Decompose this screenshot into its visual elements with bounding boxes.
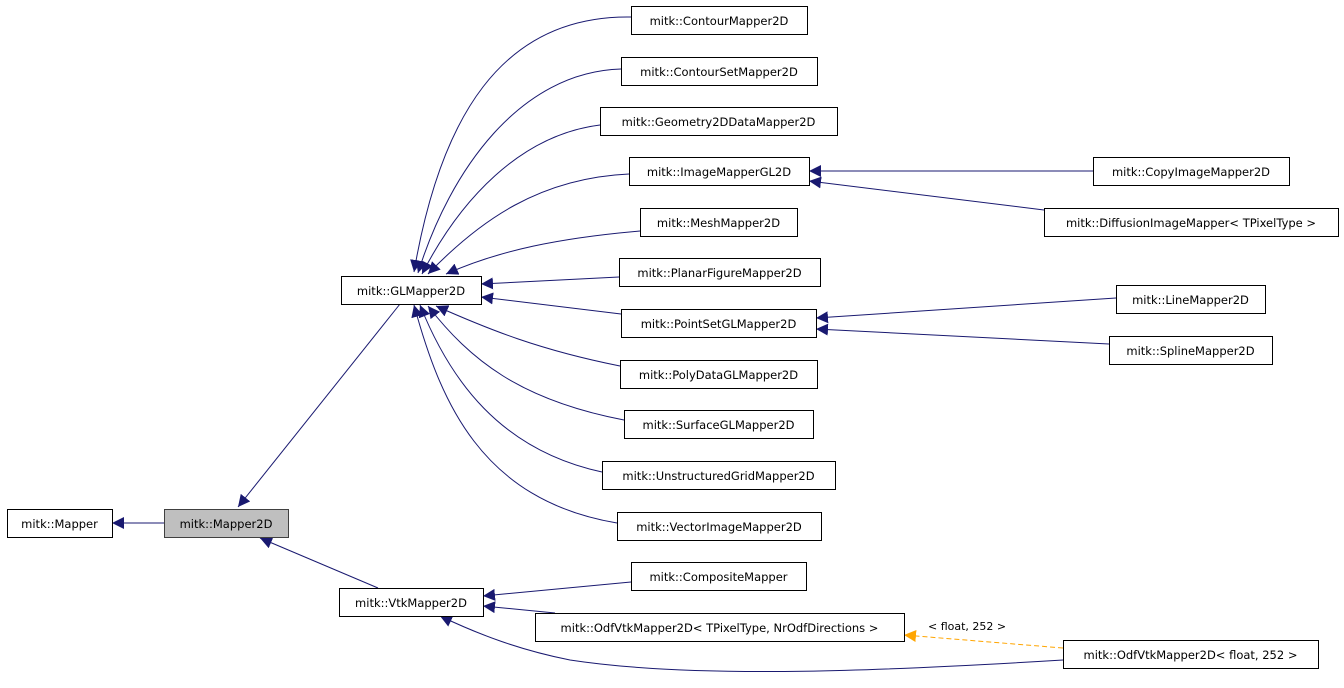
class-node-line[interactable]: mitk::LineMapper2D bbox=[1116, 285, 1266, 314]
class-box bbox=[535, 613, 905, 642]
edge-contourset-to-glmapper2d bbox=[415, 68, 622, 274]
class-label: mitk::Mapper bbox=[21, 517, 98, 531]
edge-polydatagl-to-glmapper2d bbox=[435, 305, 621, 367]
edge-odffloat-to-odftmpl bbox=[903, 629, 1064, 649]
class-label: mitk::ImageMapperGL2D bbox=[647, 165, 791, 179]
class-box bbox=[617, 512, 822, 541]
class-node-vtkmapper2d[interactable]: mitk::VtkMapper2D bbox=[339, 588, 484, 617]
class-box bbox=[631, 6, 808, 35]
class-label: mitk::VectorImageMapper2D bbox=[636, 520, 802, 534]
class-box bbox=[600, 107, 838, 136]
edge-odffloat-to-vtkmapper2d bbox=[439, 615, 1064, 673]
class-node-odffloat[interactable]: mitk::OdfVtkMapper2D< float, 252 > bbox=[1063, 640, 1319, 669]
class-label: mitk::Geometry2DDataMapper2D bbox=[622, 115, 816, 129]
class-node-glmapper2d[interactable]: mitk::GLMapper2D bbox=[341, 276, 482, 305]
class-node-odftmpl[interactable]: mitk::OdfVtkMapper2D< TPixelType, NrOdfD… bbox=[535, 613, 905, 642]
class-node-vectorimage[interactable]: mitk::VectorImageMapper2D bbox=[617, 512, 822, 541]
class-box bbox=[624, 410, 814, 439]
edge-spline-to-pointsetgl bbox=[815, 323, 1110, 345]
class-label: mitk::ContourSetMapper2D bbox=[640, 65, 798, 79]
edge-pointsetgl-to-glmapper2d bbox=[480, 292, 622, 315]
class-label: mitk::PolyDataGLMapper2D bbox=[639, 368, 798, 382]
class-node-imagegl2d[interactable]: mitk::ImageMapperGL2D bbox=[629, 157, 810, 186]
class-label: mitk::OdfVtkMapper2D< float, 252 > bbox=[1084, 648, 1298, 662]
class-label: mitk::LineMapper2D bbox=[1132, 293, 1249, 307]
edges-layer: < float, 252 > bbox=[112, 16, 1117, 673]
class-label: mitk::PointSetGLMapper2D bbox=[641, 317, 797, 331]
class-label: mitk::GLMapper2D bbox=[357, 284, 465, 298]
edge-mesh-to-glmapper2d bbox=[445, 230, 641, 275]
class-box bbox=[341, 276, 482, 305]
class-node-pointsetgl[interactable]: mitk::PointSetGLMapper2D bbox=[621, 309, 817, 338]
class-box bbox=[164, 509, 289, 538]
edge-surfacegl-to-glmapper2d bbox=[427, 305, 625, 421]
class-label: mitk::SurfaceGLMapper2D bbox=[643, 418, 795, 432]
class-box bbox=[1109, 336, 1273, 365]
class-node-contour[interactable]: mitk::ContourMapper2D bbox=[631, 6, 808, 35]
class-box bbox=[602, 461, 836, 490]
edge-line-to-pointsetgl bbox=[815, 297, 1117, 324]
edge-odftmpl-to-vtkmapper2d bbox=[482, 601, 556, 614]
class-node-geometry2d[interactable]: mitk::Geometry2DDataMapper2D bbox=[600, 107, 838, 136]
class-node-composite[interactable]: mitk::CompositeMapper bbox=[631, 562, 807, 591]
edge-vectorimage-to-glmapper2d bbox=[411, 304, 618, 524]
edge-diffusion-to-imagegl2d bbox=[808, 176, 1045, 211]
class-box bbox=[339, 588, 484, 617]
class-label: mitk::UnstructuredGridMapper2D bbox=[622, 469, 814, 483]
class-node-copyimage[interactable]: mitk::CopyImageMapper2D bbox=[1093, 157, 1290, 186]
edge-unstructured-to-glmapper2d bbox=[418, 304, 603, 473]
edge-imagegl2d-to-glmapper2d bbox=[427, 173, 630, 275]
class-node-mesh[interactable]: mitk::MeshMapper2D bbox=[640, 208, 798, 237]
class-box bbox=[621, 57, 818, 86]
class-box bbox=[620, 360, 818, 389]
class-label: mitk::MeshMapper2D bbox=[657, 216, 780, 230]
class-node-mapper[interactable]: mitk::Mapper bbox=[7, 509, 113, 538]
class-label: mitk::CompositeMapper bbox=[649, 570, 787, 584]
class-label: mitk::OdfVtkMapper2D< TPixelType, NrOdfD… bbox=[561, 621, 879, 635]
edge-contour-to-glmapper2d bbox=[410, 16, 632, 273]
nodes-layer: mitk::Mapper mitk::Mapper2D mitk::GLMapper… bbox=[7, 6, 1339, 669]
class-label: mitk::SplineMapper2D bbox=[1126, 344, 1254, 358]
class-label: mitk::Mapper2D bbox=[180, 517, 273, 531]
class-label: mitk::PlanarFigureMapper2D bbox=[637, 266, 801, 280]
class-node-contourset[interactable]: mitk::ContourSetMapper2D bbox=[621, 57, 818, 86]
class-label: mitk::CopyImageMapper2D bbox=[1112, 165, 1270, 179]
class-node-unstructured[interactable]: mitk::UnstructuredGridMapper2D bbox=[602, 461, 836, 490]
class-box bbox=[1093, 157, 1290, 186]
class-box bbox=[7, 509, 113, 538]
class-label: mitk::ContourMapper2D bbox=[650, 14, 789, 28]
class-label: mitk::DiffusionImageMapper< TPixelType > bbox=[1066, 216, 1316, 230]
class-box bbox=[619, 258, 821, 287]
edge-label: < float, 252 > bbox=[928, 620, 1006, 633]
class-label: mitk::VtkMapper2D bbox=[355, 596, 467, 610]
class-box bbox=[640, 208, 798, 237]
class-box bbox=[1116, 285, 1266, 314]
edge-glmapper2d-to-mapper2d bbox=[237, 303, 401, 508]
edge-geometry2d-to-glmapper2d bbox=[421, 124, 601, 275]
class-node-mapper2d: mitk::Mapper2D bbox=[164, 509, 289, 538]
class-box bbox=[621, 309, 817, 338]
class-node-spline[interactable]: mitk::SplineMapper2D bbox=[1109, 336, 1273, 365]
class-node-planarfigure[interactable]: mitk::PlanarFigureMapper2D bbox=[619, 258, 821, 287]
class-node-surfacegl[interactable]: mitk::SurfaceGLMapper2D bbox=[624, 410, 814, 439]
edge-planarfigure-to-glmapper2d bbox=[480, 276, 620, 290]
class-box bbox=[629, 157, 810, 186]
class-node-polydatagl[interactable]: mitk::PolyDataGLMapper2D bbox=[620, 360, 818, 389]
edge-composite-to-vtkmapper2d bbox=[482, 581, 632, 601]
class-box bbox=[1063, 640, 1319, 669]
class-box bbox=[1044, 208, 1339, 237]
class-box bbox=[631, 562, 807, 591]
class-node-diffusion[interactable]: mitk::DiffusionImageMapper< TPixelType > bbox=[1044, 208, 1339, 237]
edge-vtkmapper2d-to-mapper2d bbox=[259, 537, 379, 589]
